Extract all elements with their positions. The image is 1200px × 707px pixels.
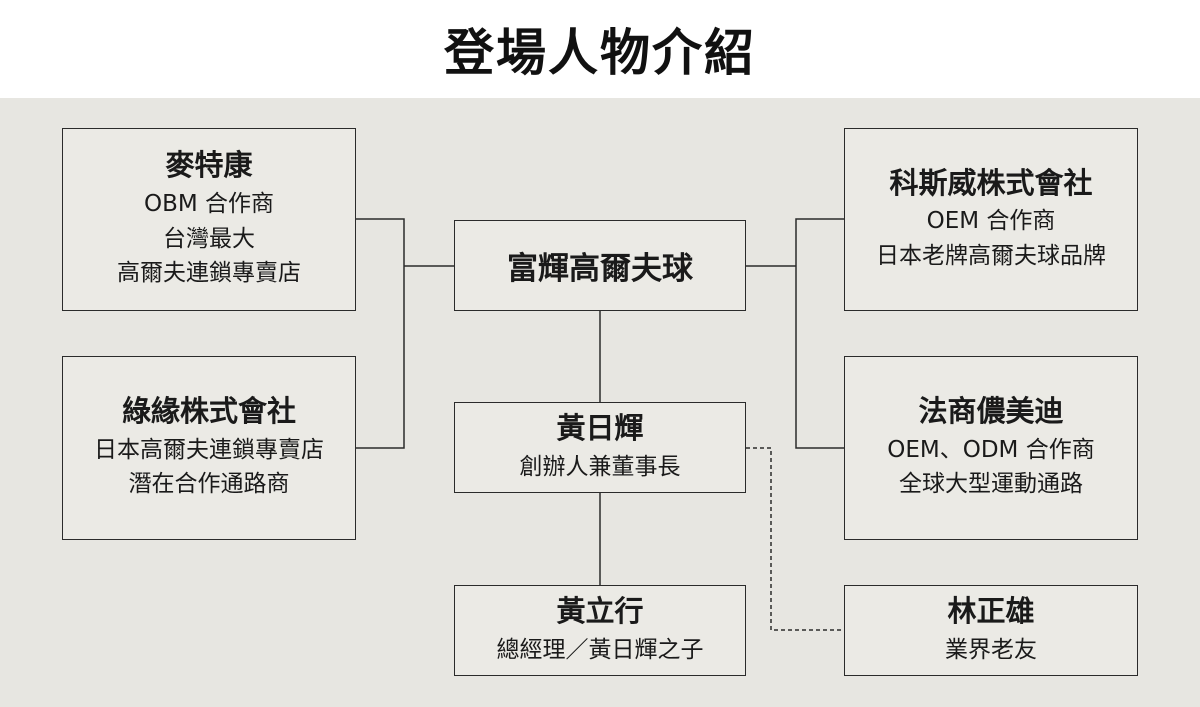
node-lin: 林正雄 業界老友 [844, 585, 1138, 676]
node-green: 綠緣株式會社 日本高爾夫連鎖專賣店 潛在合作通路商 [62, 356, 356, 540]
node-name: 法商儂美迪 [918, 394, 1064, 429]
node-fashang: 法商儂美迪 OEM、ODM 合作商 全球大型運動通路 [844, 356, 1138, 540]
node-desc-line: 總經理／黃日輝之子 [496, 636, 704, 663]
node-name: 綠緣株式會社 [121, 394, 296, 429]
node-desc-line: 潛在合作通路商 [128, 471, 290, 498]
node-desc-line: 台灣最大 [163, 225, 255, 252]
page-title: 登場人物介紹 [0, 0, 1200, 98]
node-desc-line: 高爾夫連鎖專賣店 [117, 260, 301, 287]
node-name: 麥特康 [165, 148, 253, 183]
node-name: 科斯威株式會社 [889, 165, 1093, 200]
node-name: 黃立行 [556, 593, 644, 628]
node-desc-line: OBM 合作商 [143, 191, 275, 218]
node-name: 黃日輝 [556, 410, 644, 445]
node-huang-rh: 黃日輝 創辦人兼董事長 [454, 402, 746, 493]
node-desc-line: OEM、ODM 合作商 [887, 436, 1095, 463]
node-desc-line: OEM 合作商 [926, 208, 1056, 235]
node-huang-lx: 黃立行 總經理／黃日輝之子 [454, 585, 746, 676]
node-desc-line: 業界老友 [945, 636, 1037, 663]
node-mcgregor: 麥特康 OBM 合作商 台灣最大 高爾夫連鎖專賣店 [62, 128, 356, 311]
node-desc-line: 全球大型運動通路 [899, 471, 1083, 498]
node-kesiwei: 科斯威株式會社 OEM 合作商 日本老牌高爾夫球品牌 [844, 128, 1138, 311]
node-center: 富輝高爾夫球 [454, 220, 746, 311]
node-name: 富輝高爾夫球 [507, 251, 693, 287]
node-desc-line: 創辦人兼董事長 [519, 453, 681, 480]
node-desc-line: 日本高爾夫連鎖專賣店 [94, 436, 324, 463]
node-desc-line: 日本老牌高爾夫球品牌 [876, 242, 1106, 269]
node-name: 林正雄 [947, 593, 1035, 628]
